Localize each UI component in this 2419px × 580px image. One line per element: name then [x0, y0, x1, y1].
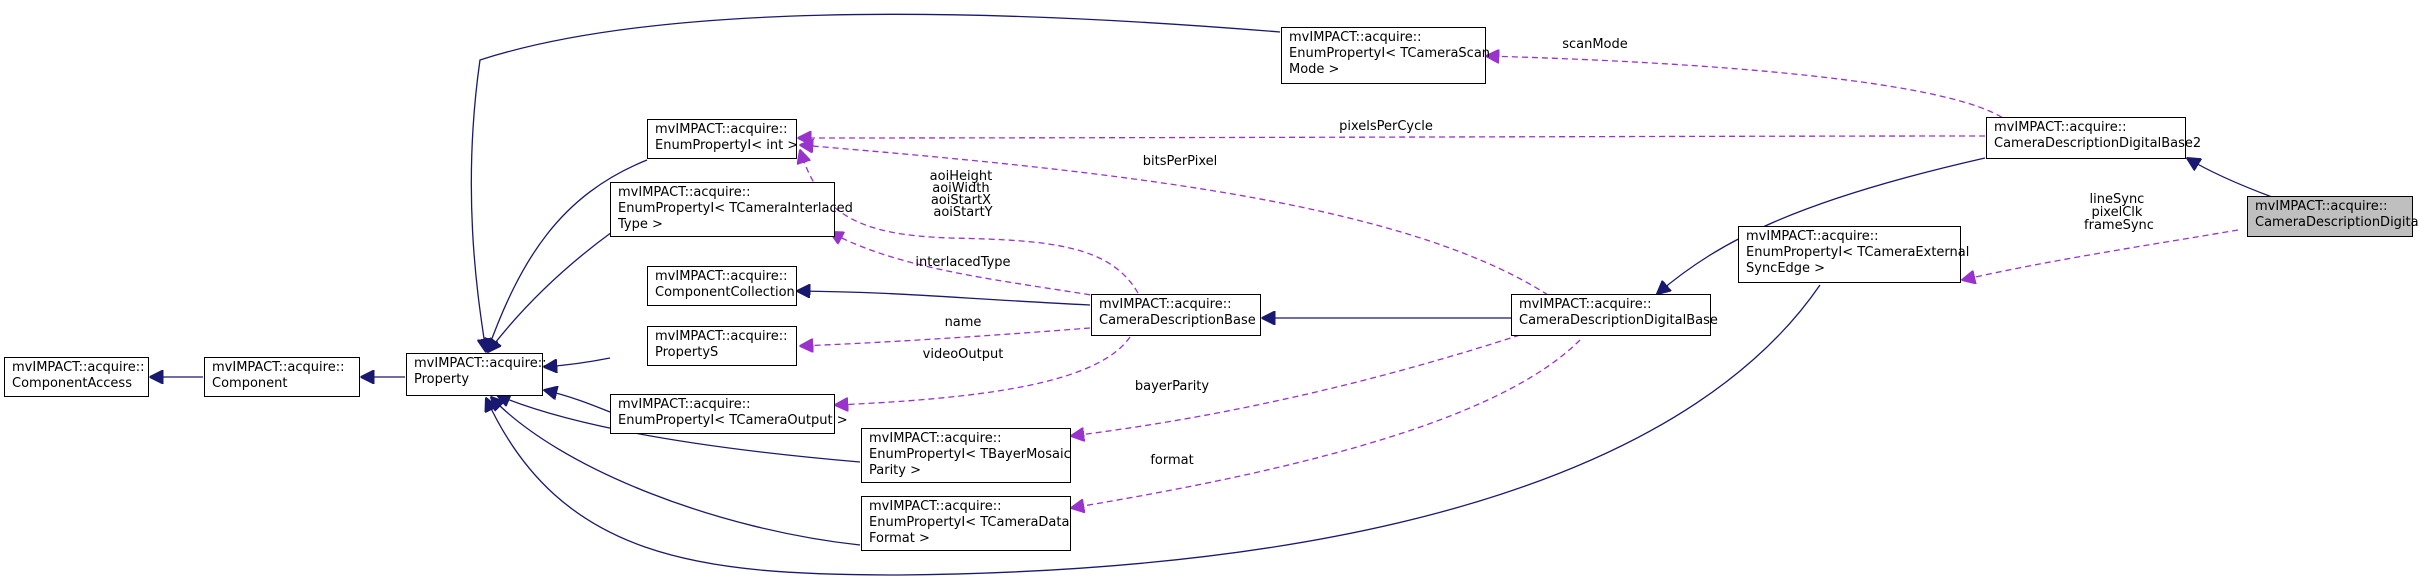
node-enum-scan-mode[interactable]: mvIMPACT::acquire:: EnumPropertyI< TCame…	[1281, 27, 1490, 84]
edge-scanmode	[1486, 56, 2011, 124]
inheritance-edges	[150, 13, 2273, 576]
edge-sync	[1962, 229, 2239, 280]
edge-name	[800, 327, 1091, 346]
edge-enumscanmode-to-property	[470, 13, 1281, 352]
node-enum-sync-edge[interactable]: mvIMPACT::acquire:: EnumPropertyI< TCame…	[1738, 226, 1969, 283]
edge-cdd-to-cddb2	[2187, 158, 2273, 198]
edge-label-scanmode: scanMode	[1562, 37, 1628, 52]
edge-bitsperpixel	[800, 145, 1549, 296]
edge-componentcollection-to-cameradescbase	[797, 291, 1091, 306]
node-property[interactable]: mvIMPACT::acquire:: Property	[406, 353, 546, 396]
edge-videooutput	[835, 336, 1131, 405]
edge-propertys-to-property	[544, 357, 611, 367]
edge-label-aoi: aoiHeight aoiWidth aoiStartX aoiStartY	[930, 169, 997, 220]
node-component-access[interactable]: mvIMPACT::acquire:: ComponentAccess	[4, 357, 149, 397]
edge-enumsyncedge-to-property	[486, 284, 1821, 576]
edge-labels: scanMode pixelsPerCycle bitsPerPixel aoi…	[915, 37, 2154, 468]
node-component-collection[interactable]: mvIMPACT::acquire:: ComponentCollection	[647, 266, 797, 306]
edge-label-format: format	[1150, 453, 1193, 468]
edge-label-videooutput: videoOutput	[923, 347, 1004, 362]
edge-label-pixelspercycle: pixelsPerCycle	[1339, 119, 1433, 134]
edge-enumoutput-to-property	[544, 390, 611, 413]
node-enum-interlaced[interactable]: mvIMPACT::acquire:: EnumPropertyI< TCame…	[610, 182, 853, 237]
edge-label-bayerparity: bayerParity	[1135, 379, 1210, 394]
node-enum-int[interactable]: mvIMPACT::acquire:: EnumPropertyI< int >	[647, 119, 798, 159]
node-camera-description-digital-base2[interactable]: mvIMPACT::acquire:: CameraDescriptionDig…	[1986, 117, 2201, 159]
edge-enumint-to-property	[487, 159, 648, 352]
edge-label-bitsperpixel: bitsPerPixel	[1143, 154, 1218, 169]
edge-enuminterlaced-to-property	[488, 231, 613, 352]
node-camera-description-base[interactable]: mvIMPACT::acquire:: CameraDescriptionBas…	[1091, 294, 1261, 336]
edge-bayerparity	[1071, 334, 1521, 436]
edge-label-interlacedtype: interlacedType	[915, 255, 1010, 270]
node-enum-bayer[interactable]: mvIMPACT::acquire:: EnumPropertyI< TBaye…	[861, 428, 1071, 483]
node-enum-output[interactable]: mvIMPACT::acquire:: EnumPropertyI< TCame…	[610, 394, 848, 434]
edge-label-sync: lineSync pixelClk frameSync	[2084, 192, 2154, 233]
usage-edges	[798, 56, 2239, 508]
edge-label-name: name	[945, 315, 982, 330]
edge-format	[1071, 339, 1581, 508]
edge-enumformat-to-property	[491, 397, 861, 546]
node-component[interactable]: mvIMPACT::acquire:: Component	[204, 357, 360, 397]
node-camera-description-digital-base[interactable]: mvIMPACT::acquire:: CameraDescriptionDig…	[1511, 294, 1718, 336]
node-camera-description-digital[interactable]: mvIMPACT::acquire:: CameraDescriptionDig…	[2247, 196, 2419, 237]
edge-aoi	[800, 150, 1139, 294]
node-enum-data-format[interactable]: mvIMPACT::acquire:: EnumPropertyI< TCame…	[861, 496, 1071, 551]
edge-enumbayer-to-property	[497, 395, 861, 463]
edge-pixelspercycle	[798, 136, 1986, 138]
edge-cddb2-to-cddb	[1657, 157, 1986, 294]
edge-interlacedtype	[830, 232, 1111, 299]
node-property-s[interactable]: mvIMPACT::acquire:: PropertyS	[647, 326, 797, 366]
